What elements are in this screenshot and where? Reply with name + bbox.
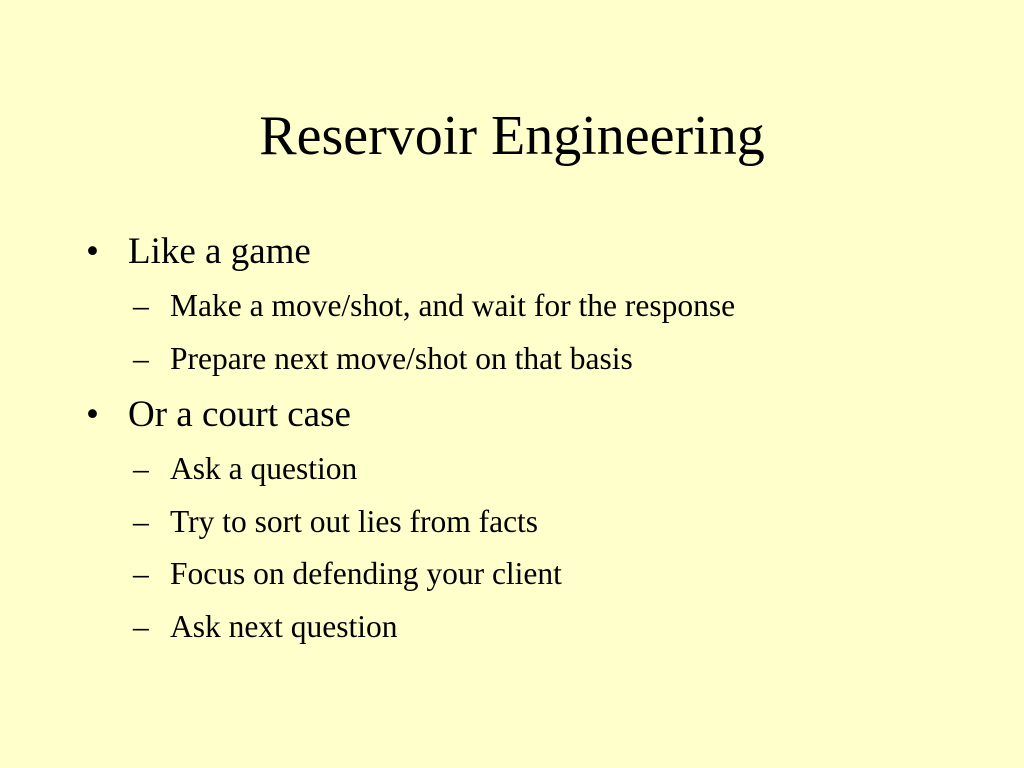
sub-item: – Ask a question xyxy=(133,443,984,496)
slide-body: • Like a game – Make a move/shot, and wa… xyxy=(84,228,984,659)
bullet-marker: • xyxy=(86,394,99,435)
sub-marker: – xyxy=(133,608,149,644)
sub-marker: – xyxy=(133,288,149,323)
sub-text: Focus on defending your client xyxy=(170,556,562,591)
sub-marker: – xyxy=(133,556,149,591)
sub-list: – Ask a question – Try to sort out lies … xyxy=(84,443,984,653)
sub-text: Ask a question xyxy=(170,451,358,486)
bullet-text: Like a game xyxy=(128,231,311,272)
sub-list: – Make a move/shot, and wait for the res… xyxy=(84,280,984,385)
sub-marker: – xyxy=(133,340,149,376)
sub-text: Try to sort out lies from facts xyxy=(170,503,539,539)
sub-text: Prepare next move/shot on that basis xyxy=(170,340,633,376)
sub-item: – Focus on defending your client xyxy=(133,548,984,601)
sub-item: – Make a move/shot, and wait for the res… xyxy=(133,280,984,333)
bullet-item: • Like a game xyxy=(84,228,984,276)
bullet-item: • Or a court case xyxy=(84,391,984,439)
sub-item: – Ask next question xyxy=(133,601,984,654)
sub-text: Ask next question xyxy=(170,608,398,644)
sub-marker: – xyxy=(133,451,149,486)
bullet-text: Or a court case xyxy=(128,394,351,435)
sub-item: – Prepare next move/shot on that basis xyxy=(133,333,984,386)
slide-title: Reservoir Engineering xyxy=(259,105,765,167)
sub-item: – Try to sort out lies from facts xyxy=(133,496,984,549)
bullet-marker: • xyxy=(86,231,99,272)
sub-text: Make a move/shot, and wait for the respo… xyxy=(170,288,736,323)
sub-marker: – xyxy=(133,503,149,539)
